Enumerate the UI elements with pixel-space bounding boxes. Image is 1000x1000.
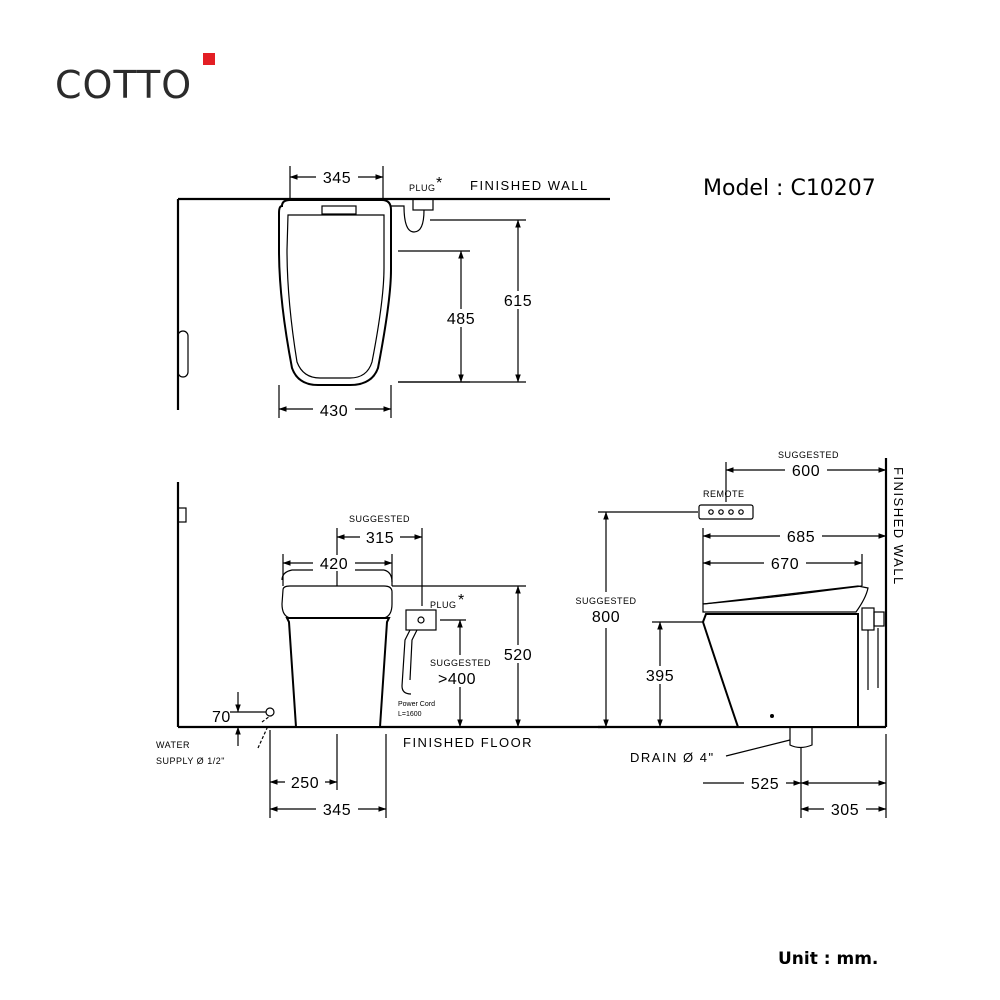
remote-button-icon-2	[718, 509, 724, 515]
side-dim-800: 800	[592, 609, 620, 626]
side-plug-fitting	[873, 611, 885, 627]
front-dim-250-mask	[285, 774, 325, 790]
side-dim-600-mask	[785, 462, 827, 478]
front-dim-420-mask	[313, 555, 355, 571]
side-suggested-left-label: SUGGESTED	[575, 596, 636, 606]
remote-control-icon	[698, 504, 754, 520]
brand-name: COTTO	[55, 63, 192, 107]
finished-floor-label: FINISHED FLOOR	[403, 735, 533, 750]
plan-dim-485: 485	[447, 311, 475, 328]
front-dim-345: 345	[323, 802, 351, 819]
side-suggested-top-label: SUGGESTED	[778, 450, 839, 460]
side-dim-305-mask	[824, 801, 866, 817]
plan-dim-430: 430	[320, 403, 348, 420]
toilet-plan-hinge	[321, 205, 357, 215]
front-power-cord-2	[409, 629, 418, 681]
toilet-front-seat	[281, 585, 393, 619]
toilet-side-seat	[702, 585, 869, 613]
side-view: FINISHED WALL REMOTE SUGGESTED 600 685	[570, 450, 906, 819]
side-dim-670-mask	[764, 555, 806, 571]
side-dim-800-mask	[570, 592, 642, 628]
front-dim-345-mask	[316, 801, 358, 817]
remote-button-icon-4	[738, 509, 744, 515]
brand-logo: COTTO	[55, 53, 215, 107]
front-dim-315: 315	[366, 530, 394, 547]
front-suggested-label: SUGGESTED	[349, 514, 410, 524]
toilet-plan-lid	[286, 214, 385, 379]
toilet-front-top-edge-right	[383, 569, 393, 583]
remote-button-icon-3	[728, 509, 734, 515]
toilet-side-body	[701, 613, 859, 728]
side-dim-525-mask	[744, 775, 786, 791]
front-plug-label: PLUG	[430, 600, 457, 610]
front-plug-socket	[405, 609, 437, 631]
front-plug-asterisk: *	[458, 592, 465, 609]
front-suggested-2-label: SUGGESTED	[430, 658, 491, 668]
front-wall-bracket	[177, 507, 187, 523]
front-power-cord	[401, 629, 412, 695]
water-supply-pointer	[257, 715, 271, 749]
front-dim-520-mask	[497, 645, 539, 663]
drain-label: DRAIN Ø 4"	[630, 750, 715, 765]
front-dim-250: 250	[291, 775, 319, 792]
plan-plug-pipe	[391, 205, 425, 233]
plan-dim-485-mask	[440, 309, 482, 327]
plan-dim-430-mask	[313, 401, 355, 418]
toilet-front-body	[285, 617, 391, 728]
brand-accent-square	[203, 53, 215, 65]
side-finished-wall-label: FINISHED WALL	[891, 467, 906, 586]
side-supply-pipe	[867, 628, 879, 690]
side-dim-395-mask	[638, 666, 682, 684]
front-dim-315-mask	[360, 529, 400, 545]
side-dim-525: 525	[751, 776, 779, 793]
remote-label: REMOTE	[703, 489, 745, 499]
drain-pointer	[725, 739, 791, 757]
side-dim-670: 670	[771, 556, 799, 573]
plan-wall-bracket	[177, 330, 189, 378]
front-view: FINISHED FLOOR WATER SUPPLY Ø 1/2" PLUG …	[156, 482, 606, 819]
front-dim-400: >400	[438, 671, 476, 688]
power-cord-label-1: Power Cord	[398, 701, 435, 708]
model-label: Model : C10207	[703, 176, 876, 201]
front-dim-520: 520	[504, 647, 532, 664]
plan-dim-345-mask	[316, 168, 358, 185]
side-drain-marker	[770, 714, 774, 718]
front-plug-icon	[417, 616, 425, 624]
plan-dim-615: 615	[504, 293, 532, 310]
unit-label: Unit : mm.	[778, 949, 878, 969]
plan-finished-wall-label: FINISHED WALL	[470, 178, 589, 193]
toilet-front-top-edge	[281, 569, 384, 581]
plan-plug-asterisk: *	[436, 175, 443, 192]
side-dim-600: 600	[792, 463, 820, 480]
power-cord-label-2: L=1600	[398, 711, 422, 718]
remote-button-icon-1	[708, 509, 714, 515]
toilet-side-lid	[702, 585, 863, 605]
side-dim-685-mask	[780, 528, 822, 544]
water-supply-label-2: SUPPLY Ø 1/2"	[156, 756, 225, 766]
front-dim-400-mask	[426, 655, 492, 687]
side-plug-box	[861, 607, 875, 631]
side-dim-305: 305	[831, 802, 859, 819]
front-dim-70: 70	[212, 709, 231, 726]
side-dim-395: 395	[646, 668, 674, 685]
plan-view: FINISHED WALL PLUG * 345 430 485 61	[176, 166, 610, 420]
side-dim-685: 685	[787, 529, 815, 546]
side-drain-pipe	[789, 727, 813, 749]
plan-plug-label: PLUG	[409, 183, 436, 193]
water-supply-label-1: WATER	[156, 740, 190, 750]
toilet-plan-outline	[278, 199, 392, 386]
water-supply-valve-icon	[265, 707, 275, 717]
plan-dim-345: 345	[323, 170, 351, 187]
plan-dim-615-mask	[497, 291, 539, 309]
plan-plug-fitting	[412, 198, 434, 211]
front-dim-420: 420	[320, 556, 348, 573]
